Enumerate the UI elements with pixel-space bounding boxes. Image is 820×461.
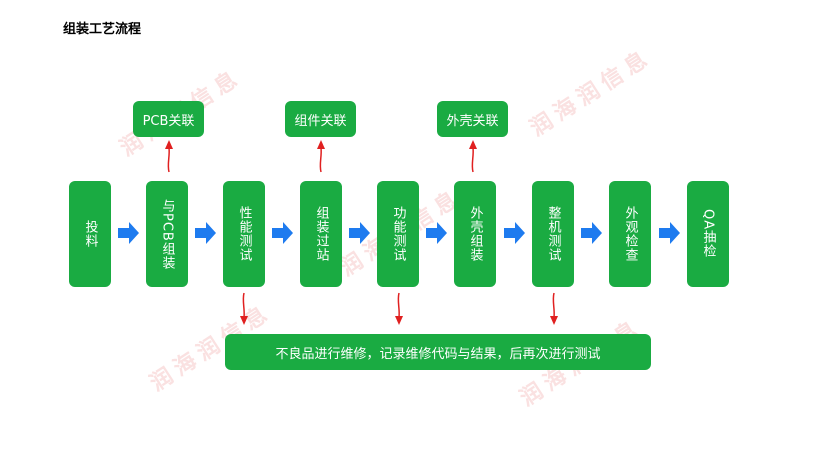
flow-arrow-icon bbox=[118, 222, 139, 244]
rework-note-box: 不良品进行维修，记录维修代码与结果，后再次进行测试 bbox=[225, 334, 651, 370]
up-arrow-icon bbox=[165, 140, 173, 173]
flow-arrow-icon bbox=[349, 222, 370, 244]
step-function-test: 功能测试 bbox=[377, 181, 419, 287]
down-arrow-icon bbox=[240, 292, 248, 325]
page-title: 组装工艺流程 bbox=[63, 22, 142, 37]
step-appearance-check: 外观检查 bbox=[609, 181, 651, 287]
association-box-pcb: PCB关联 bbox=[133, 101, 204, 137]
step-pcb-assembly: 与PCB组装 bbox=[146, 181, 188, 287]
step-shell-assembly: 外壳组装 bbox=[454, 181, 496, 287]
down-arrow-icon bbox=[395, 292, 403, 325]
watermark: 润海润信息 bbox=[525, 44, 657, 142]
down-arrow-icon bbox=[550, 292, 558, 325]
flow-arrow-icon bbox=[504, 222, 525, 244]
step-machine-test: 整机测试 bbox=[532, 181, 574, 287]
step-feeding: 投料 bbox=[69, 181, 111, 287]
association-box-shell: 外壳关联 bbox=[437, 101, 508, 137]
flow-arrow-icon bbox=[426, 222, 447, 244]
flow-arrow-icon bbox=[272, 222, 293, 244]
step-qa-sampling: QA抽检 bbox=[687, 181, 729, 287]
up-arrow-icon bbox=[317, 140, 325, 173]
association-box-component: 组件关联 bbox=[285, 101, 356, 137]
up-arrow-icon bbox=[469, 140, 477, 173]
step-performance-test: 性能测试 bbox=[223, 181, 265, 287]
flow-arrow-icon bbox=[195, 222, 216, 244]
step-assembly-station: 组装过站 bbox=[300, 181, 342, 287]
flow-arrow-icon bbox=[581, 222, 602, 244]
flow-arrow-icon bbox=[659, 222, 680, 244]
